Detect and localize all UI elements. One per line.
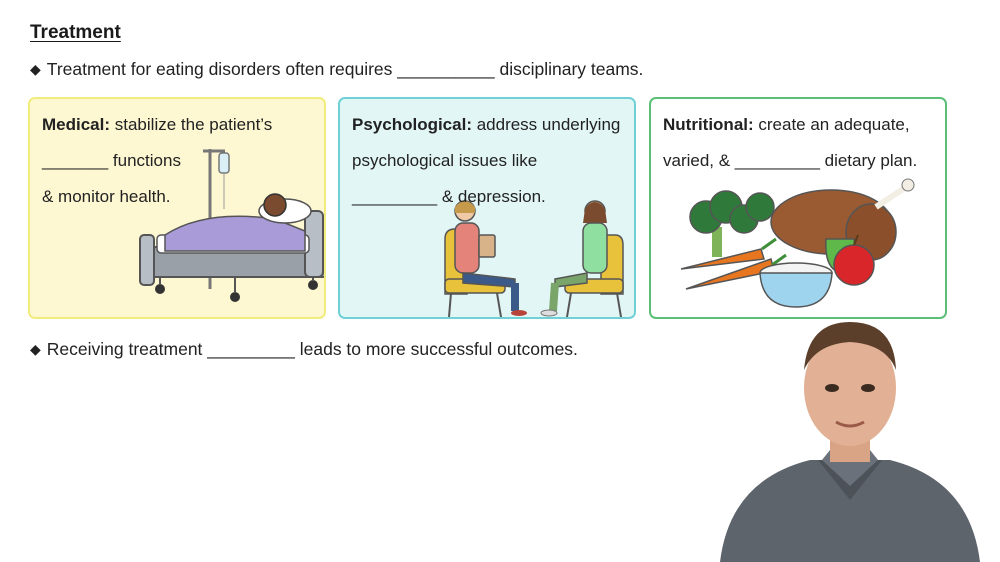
nutritional-heading: Nutritional: — [663, 115, 754, 134]
medical-line2: _______ functions — [42, 151, 181, 170]
medical-line3: & monitor health. — [42, 187, 171, 206]
nutritional-line2: varied, & _________ dietary plan. — [663, 151, 918, 170]
bullet-teams-text: Treatment for eating disorders often req… — [46, 59, 644, 79]
diamond-bullet-icon: ◆ — [30, 61, 41, 77]
bullet-outcomes: ◆ Receiving treatment _________ leads to… — [30, 339, 578, 360]
diamond-bullet-icon: ◆ — [30, 341, 41, 357]
therapy-session-icon — [444, 200, 624, 317]
bullet-outcomes-text: Receiving treatment _________ leads to m… — [46, 339, 578, 359]
nutritional-card: Nutritional: create an adequate, varied,… — [649, 97, 947, 319]
medical-line1: stabilize the patient’s — [110, 115, 273, 134]
medical-card-text: Medical: stabilize the patient’s _______… — [42, 107, 316, 215]
presenter-video — [720, 322, 980, 562]
medical-card: Medical: stabilize the patient’s _______… — [28, 97, 326, 319]
hospital-bed-icon — [139, 149, 324, 302]
psychological-line1: address underlying — [471, 115, 621, 134]
nutritional-line1: create an adequate, — [753, 115, 910, 134]
nutritional-card-text: Nutritional: create an adequate, varied,… — [663, 107, 937, 179]
psychological-card-text: Psychological: address underlying psycho… — [352, 107, 626, 215]
healthy-food-icon — [680, 178, 915, 308]
psychological-heading: Psychological: — [352, 115, 472, 134]
bullet-teams: ◆ Treatment for eating disorders often r… — [30, 59, 643, 80]
page-title: Treatment — [30, 22, 121, 43]
psychological-line2: psychological issues like — [352, 151, 538, 170]
psychological-card: Psychological: address underlying psycho… — [338, 97, 636, 319]
medical-heading: Medical: — [42, 115, 111, 134]
psychological-line3: _________ & depression. — [352, 187, 546, 206]
